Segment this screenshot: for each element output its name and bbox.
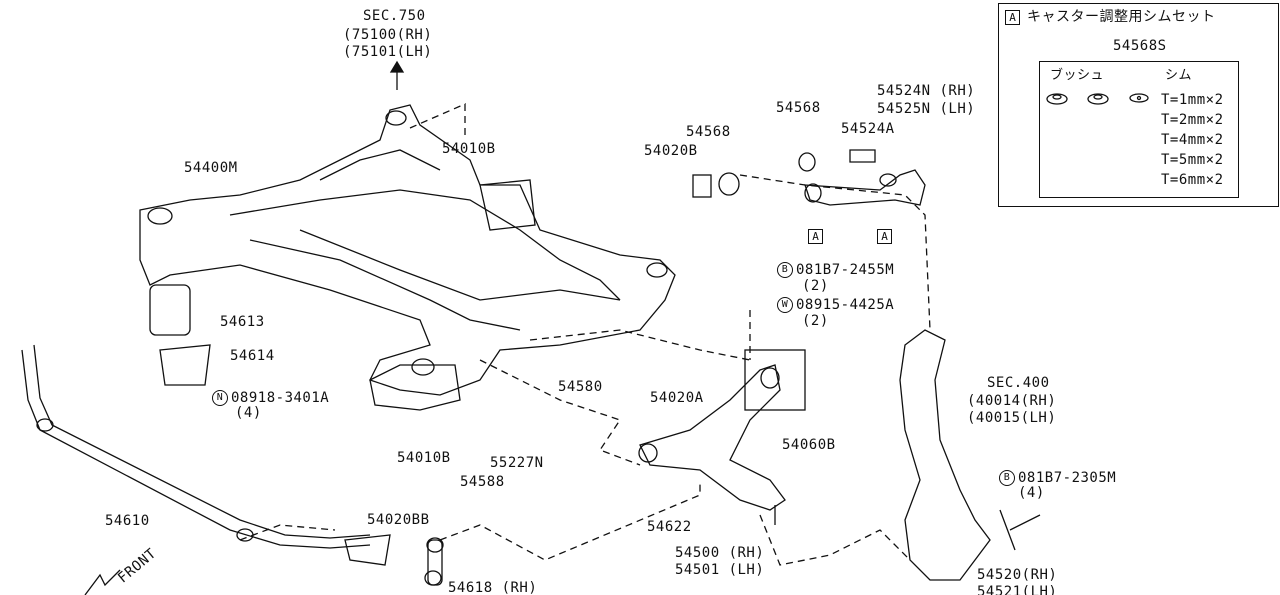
shim-label: シム (1165, 68, 1193, 83)
marker-b: B (777, 262, 793, 278)
callout: 54400M (184, 160, 238, 176)
callout: 54060B (782, 437, 836, 453)
legend-bush-icon (1046, 93, 1068, 105)
callout: 54521(LH) (977, 584, 1058, 595)
callout: 54500 (RH) (675, 545, 765, 561)
legend-part-number: 54568S (1113, 38, 1167, 54)
callout-text: 081B7-2305M (1018, 470, 1117, 486)
callout: 54020B (644, 143, 698, 159)
legend-bush-icon (1087, 93, 1109, 105)
caster-shim-legend: A キャスター調整用シムセット 54568S ブッシュ シム T=1mm×2 T… (998, 3, 1279, 207)
marker-a: A (877, 229, 892, 244)
callout: 54501 (LH) (675, 562, 765, 578)
upper-arm (692, 149, 926, 206)
callout: (4) (1018, 485, 1045, 501)
callout-text: 08915-4425A (796, 297, 895, 313)
callout: 54588 (460, 474, 505, 490)
arrow-up-icon (389, 60, 405, 90)
front-arrow-icon (84, 569, 121, 595)
lower-arm (638, 349, 806, 525)
callout: 54010B (442, 141, 496, 157)
steering-knuckle (899, 329, 1041, 581)
callout: 54010B (397, 450, 451, 466)
front-crossmember (139, 104, 676, 411)
callout: 54622 (647, 519, 692, 535)
callout: 54520(RH) (977, 567, 1058, 583)
callout: (2) (802, 313, 829, 329)
callout: 54580 (558, 379, 603, 395)
callout: 54610 (105, 513, 150, 529)
marker-w: W (777, 297, 793, 313)
callout: 54568 (686, 124, 731, 140)
legend-title: キャスター調整用シムセット (1027, 9, 1216, 25)
callout: 54613 (220, 314, 265, 330)
callout: 54524N (RH) (877, 83, 976, 99)
callout: 54020A (650, 390, 704, 406)
shim-size: T=6mm×2 (1161, 172, 1224, 188)
bush-label: ブッシュ (1050, 68, 1105, 83)
callout: 54568 (776, 100, 821, 116)
callout: (40015(LH) (967, 410, 1057, 426)
callout: SEC.750 (363, 8, 426, 24)
callout: (4) (235, 405, 262, 421)
callout: (2) (802, 278, 829, 294)
marker-a: A (808, 229, 823, 244)
callout: 54614 (230, 348, 275, 364)
callout: 55227N (490, 455, 544, 471)
callout-text: 08918-3401A (231, 390, 330, 406)
stabilizer-link (424, 537, 444, 586)
shim-size: T=1mm×2 (1161, 92, 1224, 108)
stabilizer-bar (21, 284, 391, 566)
callout: (40014(RH) (967, 393, 1057, 409)
legend-contents: ブッシュ シム T=1mm×2 T=2mm×2 T=4mm×2 T=5mm×2 … (1039, 61, 1239, 198)
callout: 54618 (RH) (448, 580, 538, 595)
shim-size: T=5mm×2 (1161, 152, 1224, 168)
callout: SEC.400 (987, 375, 1050, 391)
marker-b: B (999, 470, 1015, 486)
callout: 54525N (LH) (877, 101, 976, 117)
callout: 54020BB (367, 512, 430, 528)
legend-marker-a: A (1005, 10, 1020, 25)
callout-text: 081B7-2455M (796, 262, 895, 278)
legend-shim-icon (1129, 93, 1149, 103)
callout: 54524A (841, 121, 895, 137)
marker-n: N (212, 390, 228, 406)
callout: (75101(LH) (343, 44, 433, 60)
shim-size: T=2mm×2 (1161, 112, 1224, 128)
shim-size: T=4mm×2 (1161, 132, 1224, 148)
callout: (75100(RH) (343, 27, 433, 43)
dashed-leaders (239, 103, 931, 566)
